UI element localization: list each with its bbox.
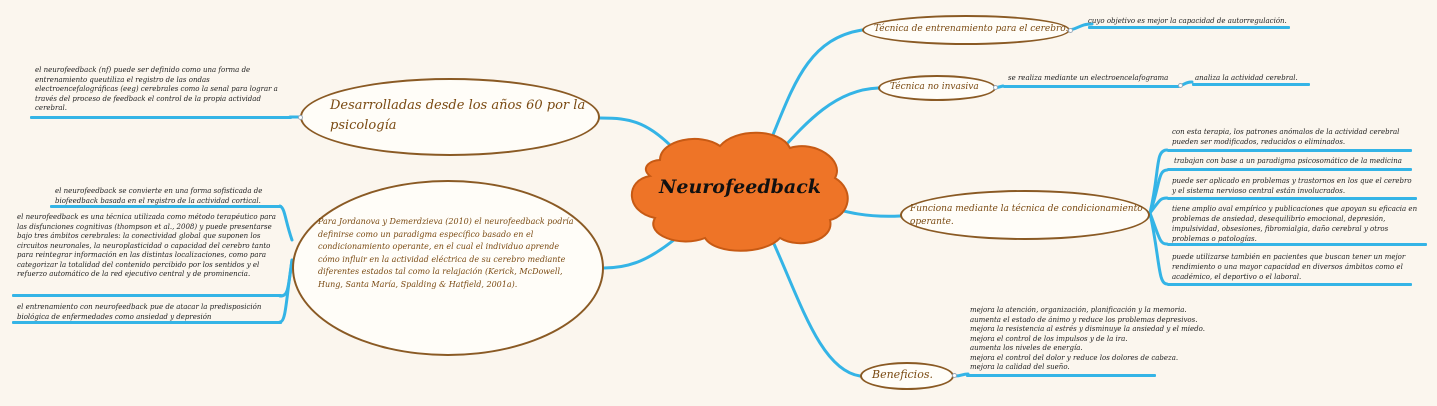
detail-no-invasiva: se realiza mediante un electroencelafogr…: [1008, 74, 1169, 82]
node-tecnica-no-invasiva-label: Técnica no invasiva: [890, 82, 979, 92]
connector-dot: [1068, 28, 1073, 33]
underline: [12, 294, 282, 297]
underline: [1167, 243, 1427, 246]
center-cloud[interactable]: [630, 131, 849, 252]
underline: [1003, 85, 1180, 88]
jordanova-detail-1: el neurofeedback se convierte en una for…: [55, 187, 263, 205]
node-desarrolladas[interactable]: [300, 78, 600, 156]
connector-dot: [1178, 83, 1183, 88]
node-desarrolladas-label: Desarrolladas desde los años 60 por la p…: [330, 98, 586, 133]
underline: [1088, 26, 1290, 29]
underline: [30, 116, 292, 119]
jordanova-detail-3: el entrenamiento con neurofeedback pue d…: [17, 303, 262, 321]
underline: [1167, 197, 1417, 200]
underline: [1192, 83, 1310, 86]
underline: [1167, 283, 1412, 286]
funciona-detail-4: tiene amplio aval empírico y publicacion…: [1172, 205, 1418, 243]
center-label: Neurofeedback: [659, 176, 821, 198]
node-beneficios-label: Beneficios.: [872, 368, 933, 381]
underline: [1167, 149, 1412, 152]
funciona-detail-5: puede utilizarse también en pacientes qu…: [1172, 253, 1406, 281]
branch-beneficios: [768, 233, 862, 378]
connector-dot: [298, 115, 303, 120]
funciona-detail-1: con esta terapia, los patrones anómalos …: [1172, 128, 1400, 146]
node-beneficios[interactable]: [860, 362, 954, 390]
node-jordanova-label: Para Jordanova y Demerdzieva (2010) el n…: [318, 217, 574, 289]
underline: [1167, 168, 1412, 171]
node-tecnica-entrenamiento[interactable]: [862, 15, 1070, 45]
branch-connectors: [278, 22, 1194, 378]
funciona-detail-2: trabajan con base a un paradigma psicoso…: [1174, 157, 1402, 165]
underline: [50, 205, 282, 208]
node-funciona-label: Funciona mediante la técnica de condicio…: [910, 204, 1143, 227]
node-jordanova[interactable]: [292, 180, 604, 356]
node-tecnica-no-invasiva[interactable]: [878, 75, 996, 101]
funciona-detail-3: puede ser aplicado en problemas y trasto…: [1172, 177, 1412, 195]
detail-no-invasiva-2: analiza la actividad cerebral.: [1195, 74, 1298, 82]
connector-dot: [993, 85, 998, 90]
branch-jordanova: [602, 233, 682, 270]
sub-funciona-2: [1148, 168, 1169, 215]
detail-entrenamiento: cuyo objetivo es mejor la capacidad de a…: [1088, 17, 1287, 25]
underline: [12, 321, 282, 324]
node-tecnica-entrenamiento-label: Técnica de entrenamiento para el cerebro…: [874, 24, 1069, 34]
underline: [966, 374, 1156, 377]
jordanova-detail-2: el neurofeedback es una técnica utilizad…: [17, 213, 276, 278]
sub-funciona-5: [1148, 211, 1169, 286]
detail-desarrolladas: el neurofeedback (nf) puede ser definido…: [35, 66, 278, 112]
connector-dot: [952, 373, 957, 378]
detail-beneficios: mejora la atención, organización, planif…: [970, 306, 1205, 371]
node-funciona[interactable]: [900, 190, 1150, 240]
sub-funciona-3: [1148, 196, 1169, 215]
